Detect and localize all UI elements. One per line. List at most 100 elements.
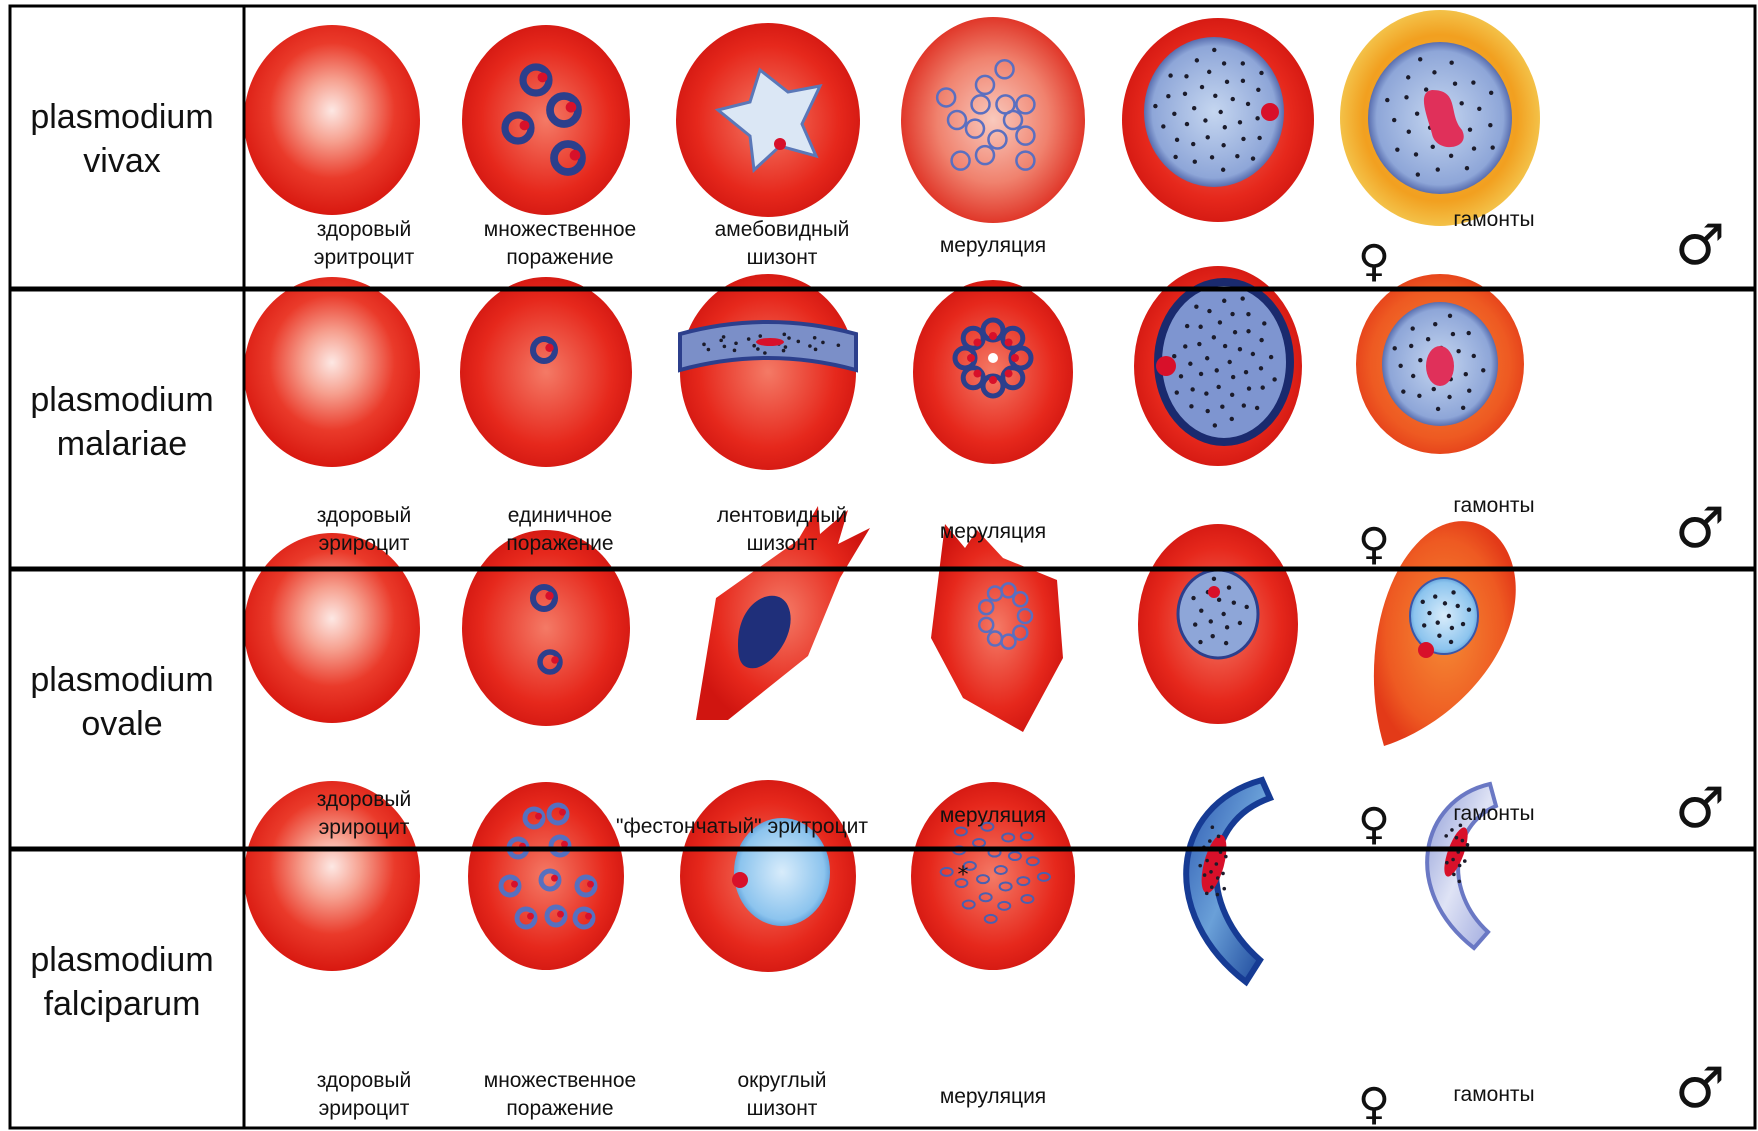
gamonts-label: гамонты [1453, 802, 1534, 825]
pigment-dot [1457, 880, 1461, 884]
pigment-dot [1257, 136, 1261, 140]
pigment-dot [1194, 305, 1198, 309]
pigment-dot [1189, 404, 1193, 408]
pigment-dot [1216, 893, 1220, 897]
female-symbol-icon: ♀ [1358, 1079, 1390, 1130]
pigment-dot [1175, 138, 1179, 142]
pigment-center [988, 353, 998, 363]
stage-cell-healthy [244, 533, 420, 723]
pigment-dot [1211, 825, 1215, 829]
pigment-dot [1227, 585, 1231, 589]
pigment-dot [1190, 387, 1194, 391]
pigment-dot [1244, 370, 1248, 374]
pigment-dot [1215, 368, 1219, 372]
pigment-dot [1210, 155, 1214, 159]
pigment-dot [1392, 118, 1396, 122]
pigment-dot [1468, 127, 1472, 131]
pigment-dot [1433, 322, 1437, 326]
gamonts-label: гамонты [1453, 494, 1534, 517]
pigment-dot [1255, 116, 1259, 120]
stage-cell-fringed-merulation [931, 524, 1063, 732]
pigment-dot [1221, 872, 1225, 876]
parasite-nucleus [520, 120, 530, 130]
species-name-line: ovale [81, 705, 162, 743]
merozoite-nucleus [1005, 370, 1013, 378]
pigment-dot [1465, 166, 1469, 170]
fringed-erythrocyte [931, 524, 1063, 732]
pigment-dot [1456, 349, 1460, 353]
pigment-dot [1418, 57, 1422, 61]
pigment-dot [1205, 356, 1209, 360]
merozoite-nucleus [1011, 354, 1019, 362]
species-name-line: vivax [83, 142, 160, 180]
pigment-dot [1203, 873, 1207, 877]
pigment-dot [1431, 145, 1435, 149]
pigment-dot [1205, 859, 1209, 863]
pigment-dot [1227, 360, 1231, 364]
pigment-dot [1240, 296, 1244, 300]
erythrocyte [462, 25, 630, 215]
gametocyte-male [1410, 578, 1478, 654]
stage-label: меруляция [940, 234, 1046, 257]
stage-cell-gam-male-yellow [1340, 10, 1540, 226]
pigment-dot [1203, 118, 1207, 122]
parasite-nucleus [545, 344, 553, 352]
pigment-dot [787, 336, 791, 340]
parasite-nucleus [570, 150, 581, 161]
parasite-nucleus [1156, 356, 1176, 376]
pigment-dot [1221, 143, 1225, 147]
pigment-dot [1449, 154, 1453, 158]
pigment-dot [1230, 312, 1234, 316]
pigment-dot [1200, 85, 1204, 89]
pigment-dot [1212, 48, 1216, 52]
pigment-dot [1432, 70, 1436, 74]
pigment-dot [1436, 620, 1440, 624]
merozoite-nucleus [989, 376, 997, 384]
stage-label: здоровый [317, 1069, 411, 1092]
pigment-dot [1211, 634, 1215, 638]
female-symbol-icon: ♀ [1358, 519, 1390, 570]
stage-label: амебовидный [715, 218, 850, 241]
male-symbol-icon: ♂ [1675, 496, 1725, 561]
male-symbol-icon: ♂ [1675, 213, 1725, 278]
stage-cell-merulation [901, 17, 1085, 223]
pigment-dot [1467, 331, 1471, 335]
male-symbol-icon: ♂ [1675, 1056, 1725, 1121]
pigment-dot [1490, 145, 1494, 149]
male-symbol-icon: ♂ [1675, 776, 1725, 841]
stage-label: множественное [484, 218, 636, 241]
stage-label: единичное [508, 504, 612, 527]
pigment-dot [1215, 862, 1219, 866]
pigment-dot [1153, 104, 1157, 108]
pigment-dot [1255, 406, 1259, 410]
pigment-dot [722, 335, 726, 339]
erythrocyte [460, 277, 632, 467]
stage-cell-crescent-dark [1186, 780, 1270, 982]
erythrocyte [680, 274, 856, 470]
stage-cell-gam-female-dark [1134, 266, 1302, 466]
female-symbol-icon: ♀ [1358, 236, 1390, 287]
pigment-dot [1448, 314, 1452, 318]
pigment-dot [1195, 58, 1199, 62]
pigment-dot [723, 345, 727, 349]
stage-label: меруляция [940, 804, 1046, 827]
pigment-dot [1427, 611, 1431, 615]
erythrocyte [913, 280, 1073, 464]
pigment-dot [782, 349, 786, 353]
pigment-dot [1418, 358, 1422, 362]
pigment-dot [1477, 107, 1481, 111]
pigment-dot [1241, 137, 1245, 141]
cells-layer: * [244, 10, 1540, 982]
pigment-dot [1161, 124, 1165, 128]
pigment-dot [734, 341, 738, 345]
pigment-dot [1449, 640, 1453, 644]
pigment-dot [1461, 406, 1465, 410]
pigment-dot [1245, 605, 1249, 609]
pigment-dot [1409, 344, 1413, 348]
pigment-dot [1217, 835, 1221, 839]
stage-label: меруляция [940, 1085, 1046, 1108]
pigment-dot [1199, 608, 1203, 612]
stage-label: шизонт [747, 1097, 818, 1120]
stage-label: поражение [506, 1097, 613, 1120]
pigment-dot [1191, 142, 1195, 146]
